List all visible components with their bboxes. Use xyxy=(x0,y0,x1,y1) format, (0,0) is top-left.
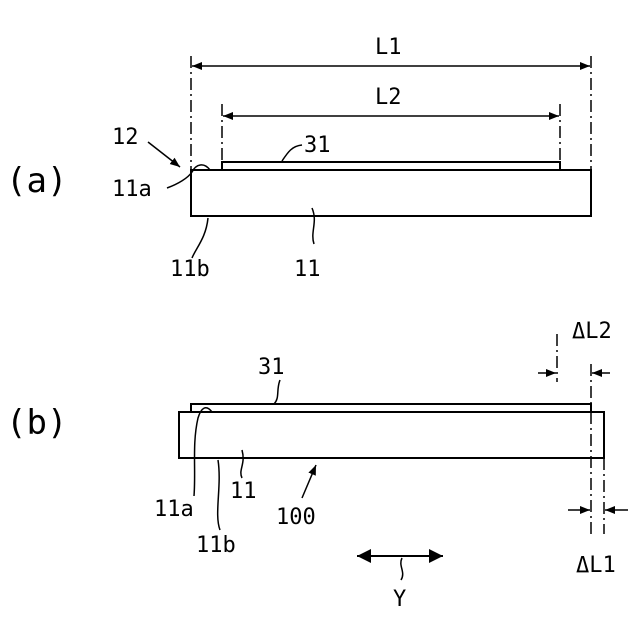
y-axis-label: Y xyxy=(393,587,406,612)
substrate-11 xyxy=(191,170,591,216)
ref-100-arrow xyxy=(302,465,316,498)
dl2-label: ΔL2 xyxy=(572,319,612,344)
ref-31-leader xyxy=(282,145,302,161)
ref-100-label: 100 xyxy=(276,505,316,530)
ref-11-label: 11 xyxy=(294,257,321,282)
ref-31-b-label: 31 xyxy=(258,355,285,380)
ref-11-b-leader xyxy=(241,450,243,478)
layer-31 xyxy=(222,162,560,170)
ref-31-b-leader xyxy=(274,380,280,404)
ref-11a-label: 11a xyxy=(112,177,152,202)
ref-11b-b-label: 11b xyxy=(196,533,236,558)
l2-label: L2 xyxy=(375,85,402,110)
ref-11b-b-leader xyxy=(218,460,220,530)
ref-11a-b-leader xyxy=(194,408,212,496)
ref-31-label: 31 xyxy=(304,133,331,158)
layer-31-b xyxy=(191,404,591,412)
panel-b: (b) 31 ΔL2 ΔL1 11a 11b 11 100 xyxy=(6,319,628,612)
panel-b-label: (b) xyxy=(6,403,67,443)
ref-12-arrow xyxy=(148,142,180,167)
ref-11b-label: 11b xyxy=(170,257,210,282)
panel-a-label: (a) xyxy=(6,161,67,201)
ref-11-b-label: 11 xyxy=(230,479,257,504)
y-leader xyxy=(401,558,403,580)
ref-12-label: 12 xyxy=(112,125,139,150)
dl1-label: ΔL1 xyxy=(576,553,616,578)
panel-a: (a) L1 L2 12 31 11a 11b 11 xyxy=(6,35,591,282)
ref-11a-leader xyxy=(167,165,210,188)
ref-11-leader xyxy=(312,208,314,244)
ref-11b-leader xyxy=(192,218,208,258)
ref-11a-b-label: 11a xyxy=(154,497,194,522)
l1-label: L1 xyxy=(375,35,402,60)
